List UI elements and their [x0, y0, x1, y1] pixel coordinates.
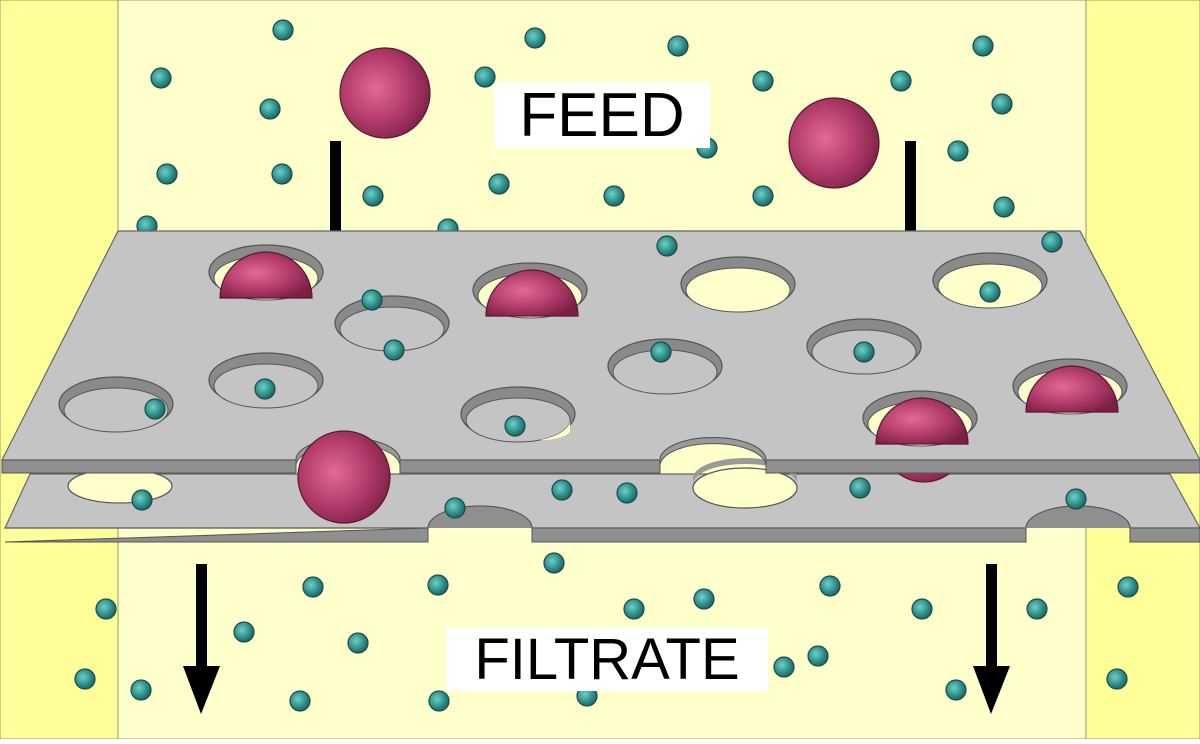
pore [334, 295, 450, 352]
large-particle [1025, 365, 1119, 413]
small-particle [302, 576, 324, 598]
filtrate-arrow-right [973, 564, 1010, 714]
small-particle [752, 70, 774, 92]
small-particle [603, 185, 625, 207]
pore [58, 376, 174, 433]
small-particle [991, 93, 1013, 115]
small-particle [890, 70, 912, 92]
small-particle [130, 679, 152, 701]
upper-membrane [1, 230, 1200, 474]
small-particle [993, 196, 1015, 218]
small-particle [773, 656, 795, 678]
small-particle [272, 19, 294, 41]
small-particle [474, 66, 496, 88]
small-particle [362, 185, 384, 207]
small-particle [819, 575, 841, 597]
small-particle [74, 668, 96, 690]
small-particle [383, 339, 405, 361]
small-particle [156, 163, 178, 185]
small-particle [144, 398, 166, 420]
large-particle [219, 251, 313, 299]
small-particle [428, 690, 450, 712]
small-particle [667, 35, 689, 57]
small-particle [254, 378, 276, 400]
small-particle [947, 140, 969, 162]
small-particle [271, 163, 293, 185]
feed-label: FEED [494, 81, 710, 150]
small-particle [524, 27, 546, 49]
small-particle [551, 479, 573, 501]
small-particle [807, 645, 829, 667]
large-particle [297, 430, 391, 524]
small-particle [444, 497, 466, 519]
membrane-small-particles [144, 231, 1063, 437]
small-particle [427, 574, 449, 596]
small-particle [259, 98, 281, 120]
feed-small-particles [136, 19, 1015, 240]
small-particle [347, 632, 369, 654]
small-particle [650, 341, 672, 363]
small-particle [361, 289, 383, 311]
small-particle [233, 621, 255, 643]
small-particle [752, 185, 774, 207]
small-particle [979, 281, 1001, 303]
small-particle [945, 679, 967, 701]
small-particle [656, 235, 678, 257]
small-particle [488, 173, 510, 195]
large-particle [485, 269, 579, 317]
small-particle [150, 67, 172, 89]
small-particle [289, 690, 311, 712]
large-particle [788, 97, 880, 189]
small-particle [543, 552, 565, 574]
small-particle [131, 489, 153, 511]
small-particle [95, 598, 117, 620]
small-particle [911, 598, 933, 620]
small-particle [504, 415, 526, 437]
filtrate-label: FILTRATE [446, 627, 768, 692]
filtrate-arrow-left [183, 564, 220, 714]
filtrate-small-particles [74, 552, 1139, 712]
small-particle [1117, 576, 1139, 598]
small-particle [616, 482, 638, 504]
lower-membrane-small-particles [131, 477, 1087, 519]
small-particle [693, 588, 715, 610]
small-particle [623, 598, 645, 620]
pore [680, 256, 796, 313]
small-particle [1026, 598, 1048, 620]
small-particle [1065, 488, 1087, 510]
small-particle [849, 477, 871, 499]
small-particle [1041, 231, 1063, 253]
small-particle [972, 35, 994, 57]
small-particle [1106, 668, 1128, 690]
large-particle [875, 397, 969, 445]
small-particle [853, 341, 875, 363]
retained-particles [219, 251, 1119, 445]
large-particle [339, 47, 431, 139]
